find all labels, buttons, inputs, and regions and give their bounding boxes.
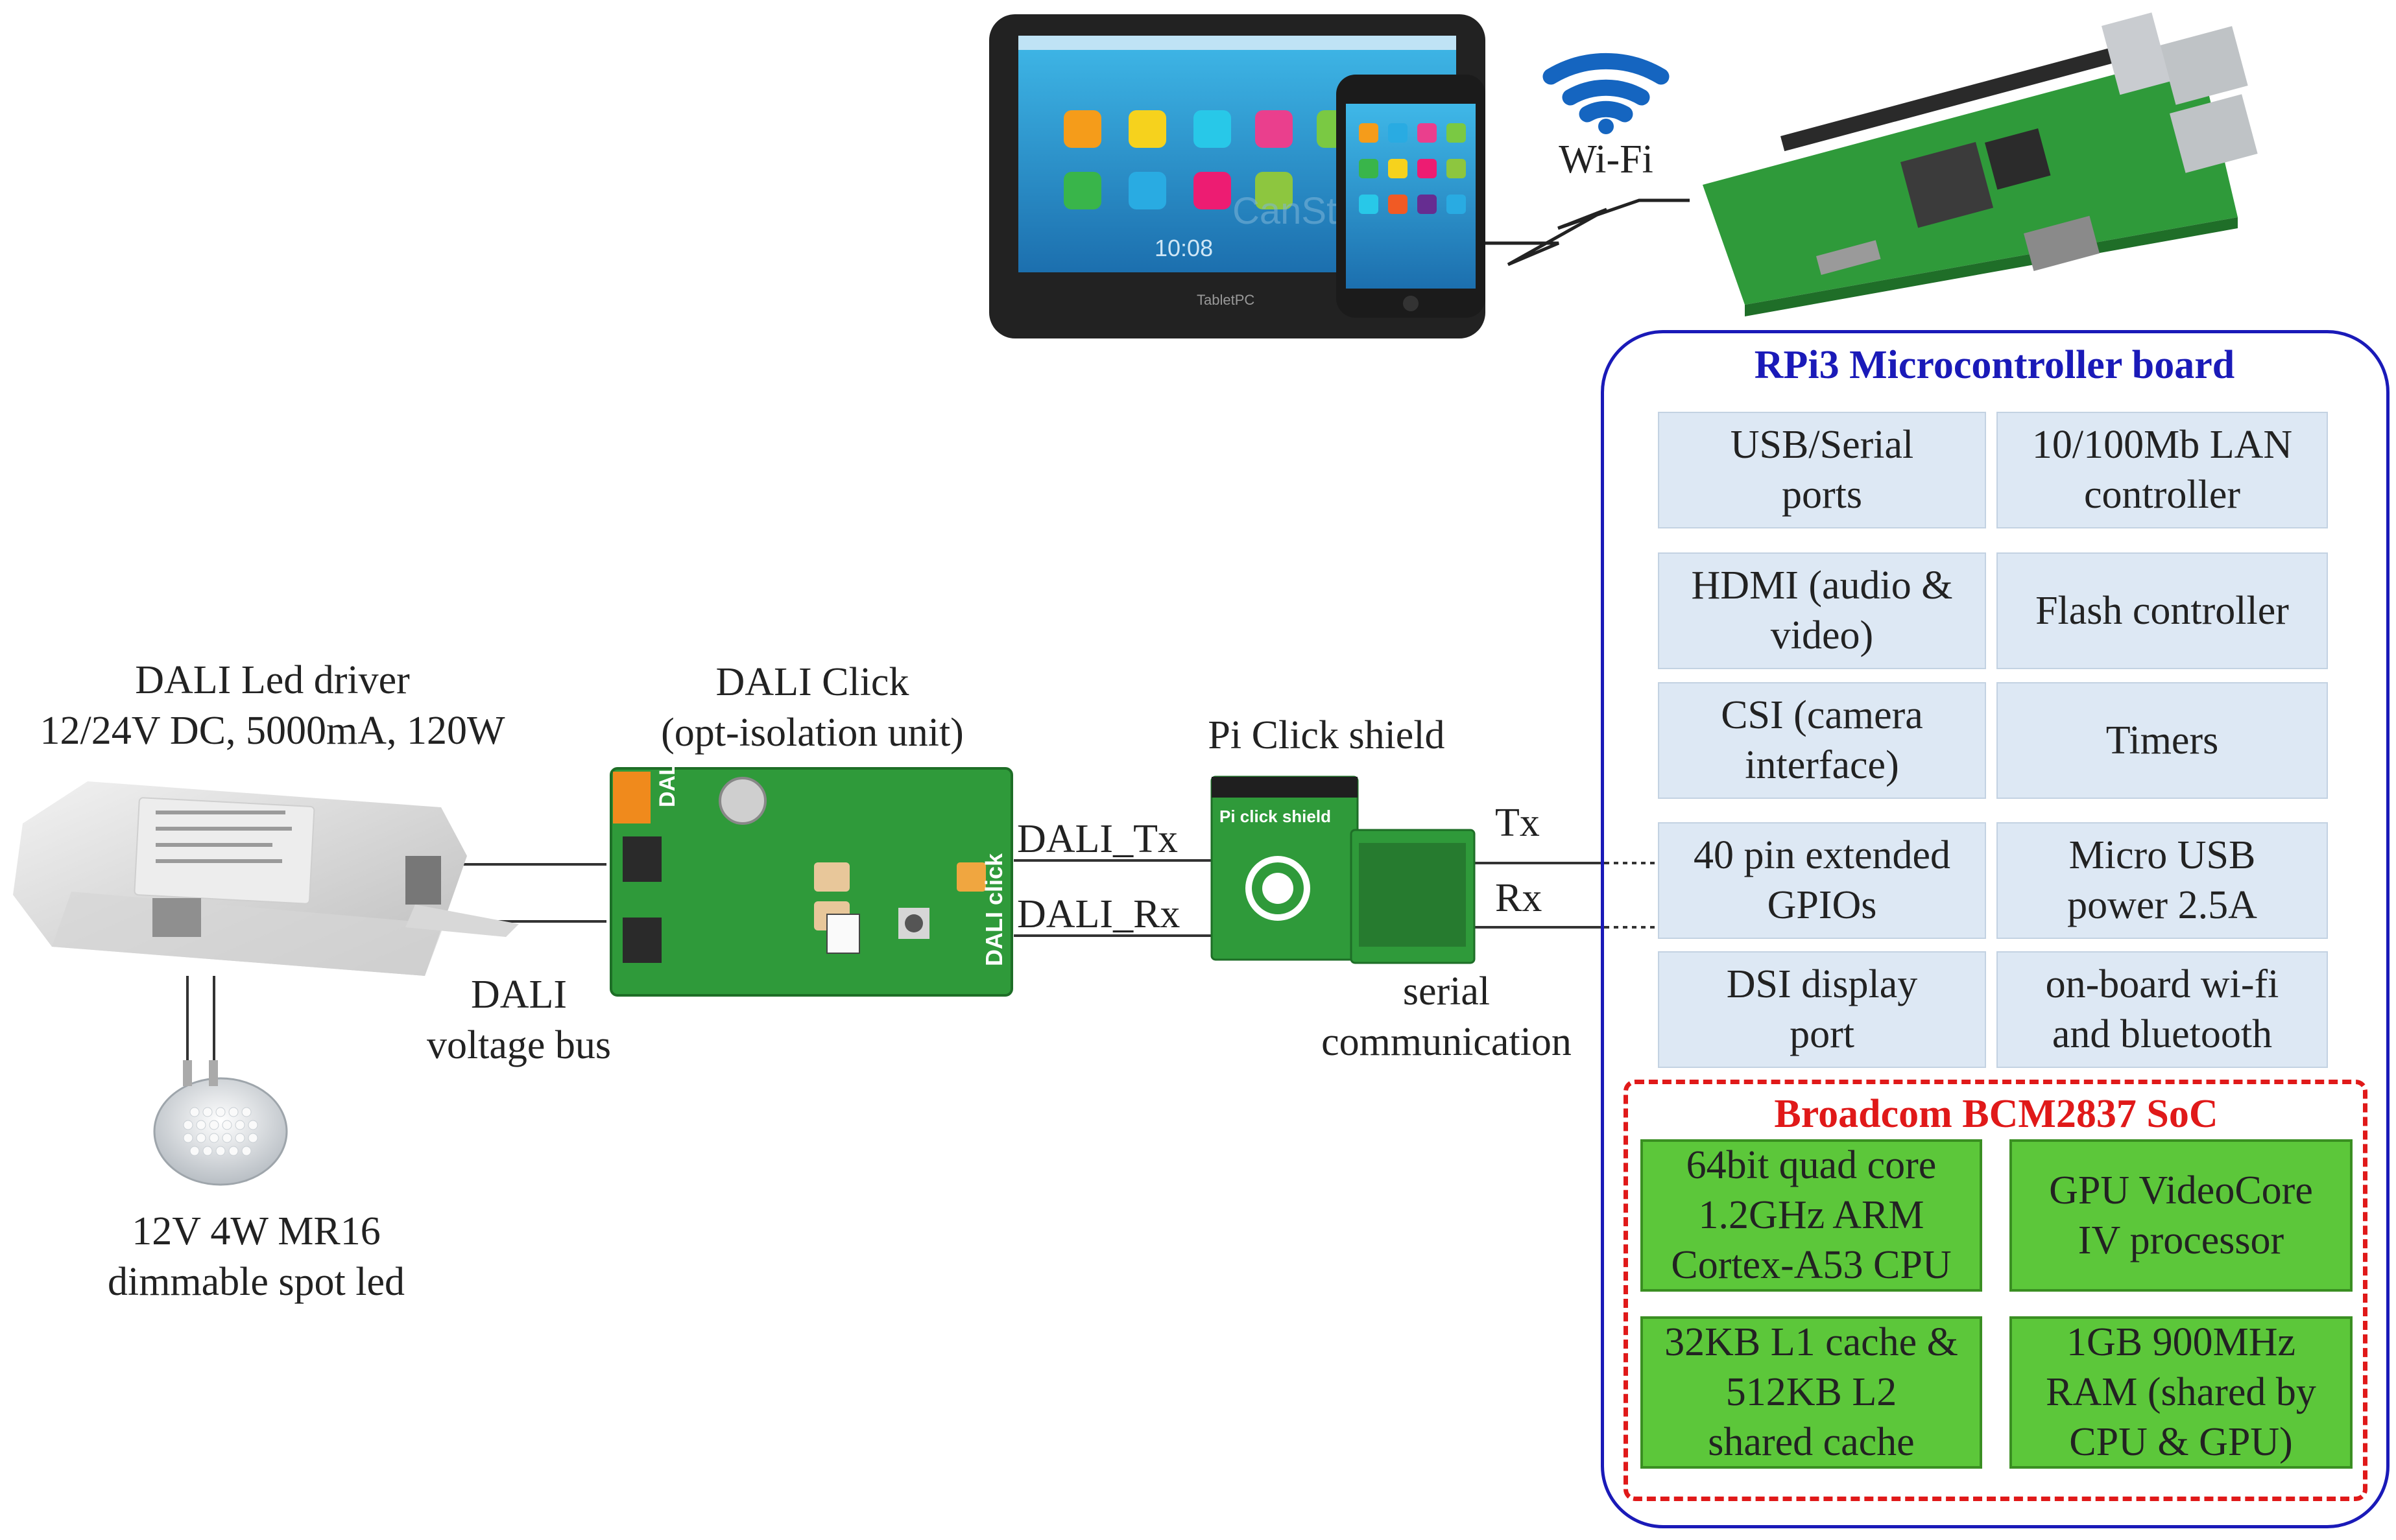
wireless-link <box>1483 198 1690 267</box>
wifi-icon <box>1542 53 1670 134</box>
soc-ram: 1GB 900MHz RAM (shared by CPU & GPU) <box>2009 1316 2353 1469</box>
tablet-brand-text: TabletPC <box>1197 292 1254 308</box>
cell-timers: Timers <box>1996 682 2328 799</box>
dali-click-image: DALI DALI click <box>610 756 1013 997</box>
serial-wires <box>1471 862 1657 929</box>
spot-led-label: 12V 4W MR16 dimmable spot led <box>107 1209 405 1304</box>
rx-label: Rx <box>1495 876 1542 920</box>
rpi3-board-box <box>1601 330 2390 1528</box>
spot-led-image <box>153 1060 288 1186</box>
dali-led-driver-label: DALI Led driver 12/24V DC, 5000mA, 120W <box>40 658 505 753</box>
dali-rx-label: DALI_Rx <box>1017 892 1180 936</box>
dali-click-label: DALI Click (opt-isolation unit) <box>661 660 964 755</box>
cell-lan-controller: 10/100Mb LAN controller <box>1996 412 2328 528</box>
pi-click-shield-image: Pi click shield <box>1210 776 1476 964</box>
cell-csi: CSI (camera interface) <box>1658 682 1986 799</box>
soc-cpu: 64bit quad core 1.2GHz ARM Cortex-A53 CP… <box>1640 1139 1982 1292</box>
soc-title: Broadcom BCM2837 SoC <box>1774 1092 2218 1136</box>
led-wires <box>186 976 215 1060</box>
dali-tx-rx-wires <box>1014 859 1211 937</box>
soc-gpu: GPU VideoCore IV processor <box>2009 1139 2353 1292</box>
wifi-label: Wi-Fi <box>1559 137 1653 182</box>
phone-image <box>1336 75 1485 318</box>
rpi3-board-title: RPi3 Microcontroller board <box>1754 343 2235 387</box>
dali-voltage-bus-label: DALI voltage bus <box>426 973 612 1067</box>
cell-gpio: 40 pin extended GPIOs <box>1658 822 1986 939</box>
soc-cache: 32KB L1 cache & 512KB L2 shared cache <box>1640 1316 1982 1469</box>
clock-text: 10:08 <box>1155 235 1213 261</box>
cell-hdmi: HDMI (audio & video) <box>1658 552 1986 669</box>
soc-box <box>1623 1080 2367 1501</box>
cell-usb-serial: USB/Serial ports <box>1658 412 1986 528</box>
led-driver-image <box>13 781 519 976</box>
dali-tx-label: DALI_Tx <box>1017 817 1178 861</box>
serial-communication-label: serial communication <box>1321 969 1572 1064</box>
cell-micro-usb: Micro USB power 2.5A <box>1996 822 2328 939</box>
dali-bus-wires <box>448 863 606 923</box>
cell-dsi: DSI display port <box>1658 951 1986 1068</box>
tx-label: Tx <box>1495 801 1540 845</box>
cell-wifi-bluetooth: on-board wi-fi and bluetooth <box>1996 951 2328 1068</box>
raspberry-pi-image <box>1703 12 2258 316</box>
pi-click-board-text: Pi click shield <box>1219 807 1331 826</box>
dali-click-board-text: DALI click <box>981 853 1007 966</box>
cell-flash-controller: Flash controller <box>1996 552 2328 669</box>
pi-click-shield-label: Pi Click shield <box>1208 713 1445 757</box>
dali-board-text: DALI <box>655 756 680 807</box>
